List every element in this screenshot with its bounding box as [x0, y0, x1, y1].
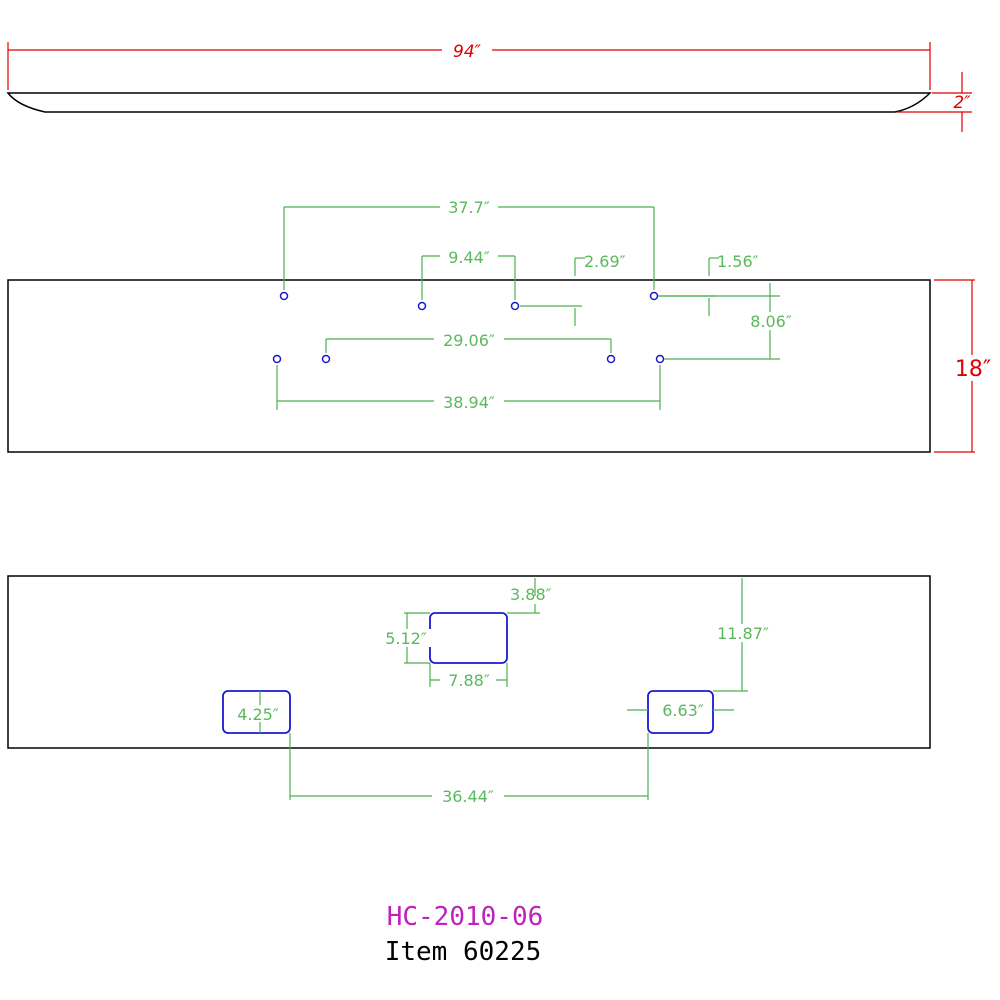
center-cutout — [429, 612, 508, 664]
dim-label-right-offset: 11.87″ — [717, 624, 769, 643]
dim-label-cutout-spacing: 36.44″ — [442, 787, 494, 806]
back-panel-outline — [7, 575, 931, 749]
dim-label-vertical-spacing: 8.06″ — [750, 312, 792, 331]
title-block: HC-2010-06 Item 60225 — [385, 902, 544, 967]
left-cutout — [222, 690, 291, 734]
overall-length-label: 94″ — [453, 42, 482, 62]
item-number: Item 60225 — [385, 937, 542, 967]
dim-label-top-hole-span: 37.7″ — [448, 198, 490, 217]
top-height-label: 2″ — [953, 93, 971, 113]
right-cutout — [647, 690, 714, 734]
back-view: 3.88″ 5.12″ 7.88″ 11.87″ 4.25″ 6.63″ 36.… — [7, 575, 931, 806]
mounting-hole — [279, 291, 289, 301]
dim-label-lower-outer-span: 38.94″ — [443, 393, 495, 412]
mounting-hole — [649, 291, 659, 301]
mounting-hole — [606, 354, 616, 364]
top-view: 94″ 2″ — [6, 40, 972, 132]
mounting-hole — [510, 301, 520, 311]
dim-label-center-top: 3.88″ — [510, 585, 552, 604]
front-view: 37.7″ 9.44″ 2.69″ 1.56″ 8.06″ 29.06″ — [7, 198, 998, 453]
dim-label-center-width: 7.88″ — [448, 671, 490, 690]
mounting-hole — [655, 354, 665, 364]
mounting-hole — [272, 354, 282, 364]
dim-label-right-cutout: 6.63″ — [662, 701, 704, 720]
dim-label-offset-a: 2.69″ — [584, 252, 626, 271]
front-panel-outline — [7, 279, 931, 453]
dim-label-center-height: 5.12″ — [385, 629, 427, 648]
dim-label-inner-hole-span: 9.44″ — [448, 248, 490, 267]
dim-label-lower-inner-span: 29.06″ — [443, 331, 495, 350]
mounting-hole — [321, 354, 331, 364]
dim-label-offset-b: 1.56″ — [717, 252, 759, 271]
bumper-top-profile — [6, 92, 932, 113]
front-height-label: 18″ — [955, 357, 991, 382]
part-number: HC-2010-06 — [387, 902, 544, 932]
dim-label-left-cutout: 4.25″ — [237, 705, 279, 724]
mounting-hole — [417, 301, 427, 311]
